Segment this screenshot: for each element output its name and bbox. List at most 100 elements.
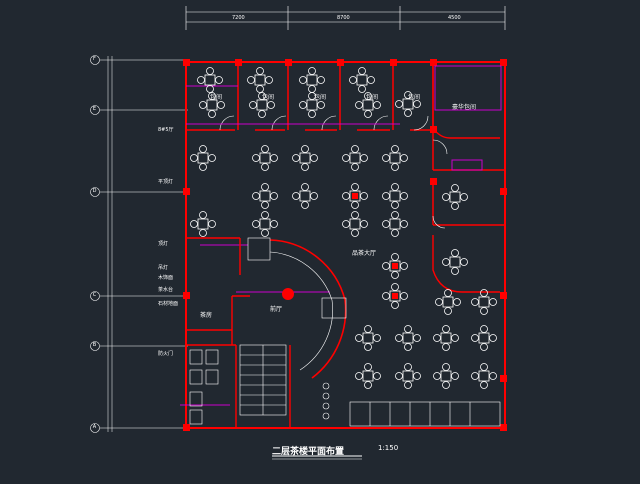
chair [301, 163, 309, 171]
chair [355, 101, 363, 109]
magenta-fixtures [180, 65, 502, 406]
chair [215, 76, 223, 84]
chair [208, 154, 216, 162]
axis-bubbles [90, 55, 100, 433]
tea-tables [190, 67, 497, 389]
table-accent [392, 293, 398, 299]
chair [351, 211, 359, 219]
chair [301, 201, 309, 209]
chair [444, 289, 452, 297]
room-label-vip: 豪华包间 [452, 104, 477, 111]
room-label-main-hall: 品茶大厅 [352, 250, 377, 257]
chair [364, 363, 372, 371]
chair [364, 92, 372, 100]
chair [480, 325, 488, 333]
chair [351, 145, 359, 153]
tea-table-set [299, 92, 325, 118]
chair [451, 249, 459, 257]
tea-table-set [442, 184, 468, 210]
chair [208, 220, 216, 228]
chair [480, 343, 488, 351]
chair [358, 67, 366, 75]
tea-table-set [433, 363, 459, 389]
chair [413, 334, 421, 342]
tea-table-set [199, 92, 225, 118]
chair [258, 110, 266, 118]
chair [308, 92, 316, 100]
chair [391, 145, 399, 153]
chair [355, 334, 363, 342]
chair [391, 283, 399, 291]
chair [364, 325, 372, 333]
exterior-walls [185, 61, 506, 429]
lobby-walls [186, 237, 291, 428]
tea-table-set [247, 67, 273, 93]
chair [199, 229, 207, 237]
chair [400, 262, 408, 270]
chair [308, 85, 316, 93]
door-swings [219, 115, 448, 229]
chair [442, 193, 450, 201]
axis-label: C [92, 292, 97, 298]
chair [471, 298, 479, 306]
leader-note: 吊灯 [158, 265, 169, 271]
chair [400, 192, 408, 200]
tea-table-set [342, 183, 368, 209]
chair [480, 381, 488, 389]
chair [351, 201, 359, 209]
chair [395, 100, 403, 108]
axis-label: E [92, 106, 97, 112]
chair [360, 154, 368, 162]
chair [308, 67, 316, 75]
chair [460, 258, 468, 266]
chair [301, 145, 309, 153]
chair [261, 211, 269, 219]
dimension-label: 7200 [232, 15, 245, 21]
chair [480, 307, 488, 315]
top-dimension-chain [185, 6, 506, 30]
chair [351, 163, 359, 171]
tea-table-set [382, 145, 408, 171]
chair [391, 201, 399, 209]
chair [261, 145, 269, 153]
tea-table-set [299, 67, 325, 93]
chair [382, 192, 390, 200]
chair [317, 76, 325, 84]
chair [391, 211, 399, 219]
chair [355, 372, 363, 380]
tea-table-set [435, 289, 461, 315]
tea-table-set [292, 183, 318, 209]
chair [489, 334, 497, 342]
chair [292, 154, 300, 162]
chair [206, 67, 214, 75]
chair [404, 363, 412, 371]
chair [249, 101, 257, 109]
tea-table-set [382, 183, 408, 209]
leader-note: 顶灯 [158, 241, 169, 247]
dimension-label: 4500 [448, 15, 461, 21]
chair [256, 85, 264, 93]
chair [342, 154, 350, 162]
chair [400, 220, 408, 228]
chair [453, 298, 461, 306]
tea-table-set [349, 67, 375, 93]
chair [261, 201, 269, 209]
chair [199, 163, 207, 171]
chair [391, 163, 399, 171]
tea-table-set [190, 145, 216, 171]
axis-label: B [92, 342, 97, 348]
tea-table-set [252, 183, 278, 209]
chair [270, 192, 278, 200]
tea-table-set [355, 363, 381, 389]
chair [391, 301, 399, 309]
chair [267, 101, 275, 109]
chair [349, 76, 357, 84]
chair [451, 184, 459, 192]
room-label-private: 包间 [210, 94, 223, 101]
chair [360, 220, 368, 228]
dimension-label: 8700 [337, 15, 350, 21]
tea-table-set [342, 211, 368, 237]
chair [451, 267, 459, 275]
chair [208, 92, 216, 100]
tea-table-set [197, 67, 223, 93]
